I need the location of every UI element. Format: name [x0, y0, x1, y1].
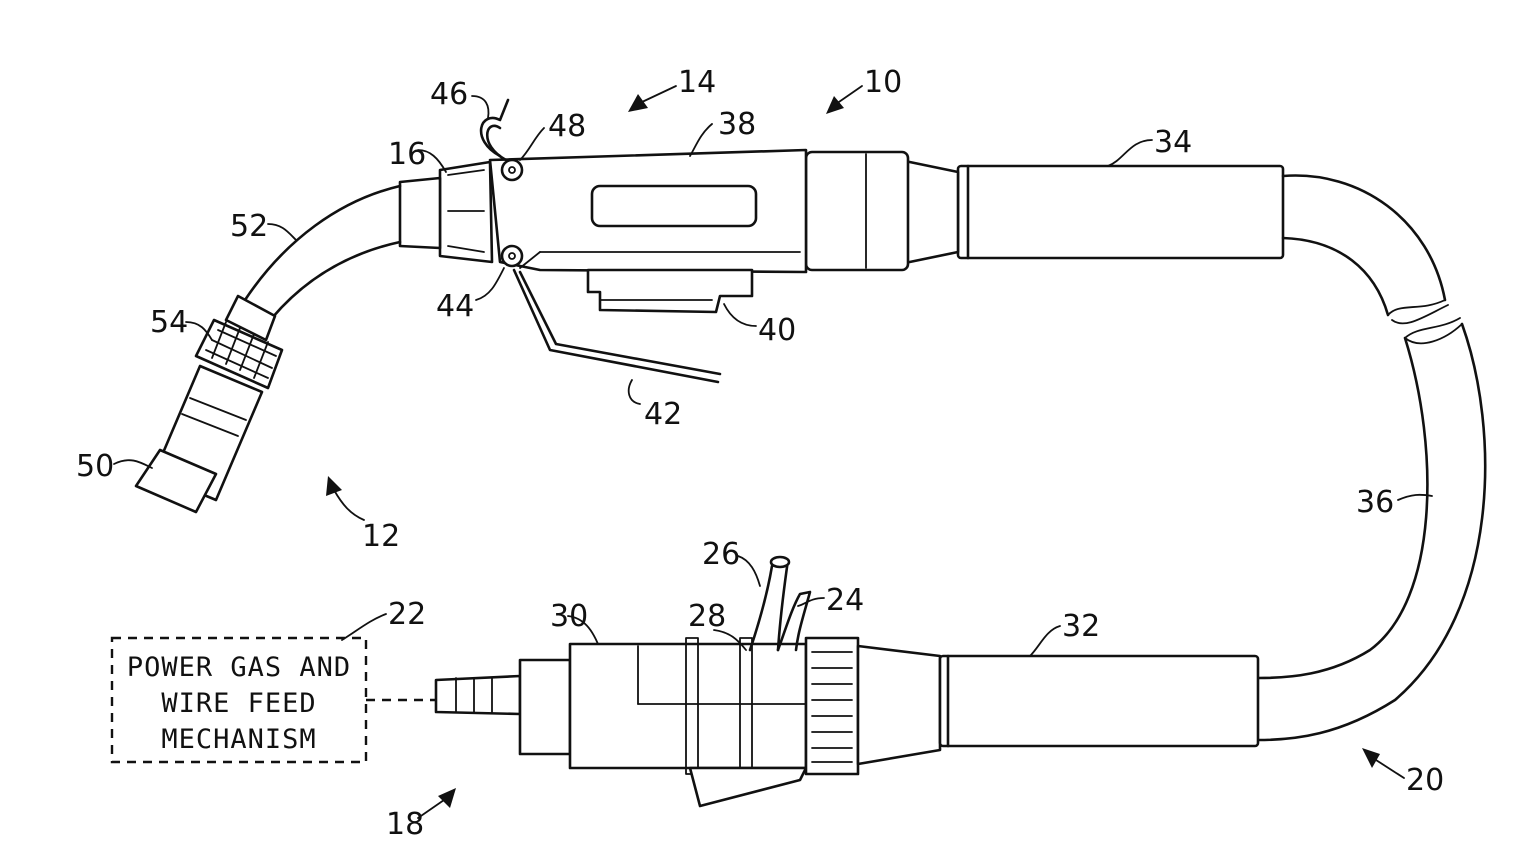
- label-28: 28: [688, 599, 726, 634]
- cable-hose-36: [1258, 176, 1485, 740]
- label-32: 32: [1062, 609, 1100, 644]
- feed-box-line-2: WIRE FEED: [161, 688, 316, 719]
- label-24: 24: [826, 583, 864, 618]
- label-46: 46: [430, 77, 468, 112]
- label-44: 44: [436, 289, 474, 324]
- trigger-housing: [588, 270, 752, 312]
- label-22: 22: [388, 597, 426, 632]
- label-48: 48: [548, 109, 586, 144]
- front-nut: [400, 162, 492, 262]
- label-40: 40: [758, 313, 796, 348]
- label-30: 30: [550, 599, 588, 634]
- cable-upper-sleeve: [958, 166, 1283, 258]
- goose-neck: [245, 186, 400, 318]
- label-16: 16: [388, 137, 426, 172]
- input-cables: [750, 557, 810, 650]
- label-10: 10: [864, 65, 902, 100]
- gun-handle: [490, 150, 958, 272]
- feed-box-text: POWER GAS AND WIRE FEED MECHANISM: [127, 652, 351, 755]
- label-26: 26: [702, 537, 740, 572]
- label-50: 50: [76, 449, 114, 484]
- label-38: 38: [718, 107, 756, 142]
- connector-fitting: [436, 638, 1258, 806]
- label-18: 18: [386, 807, 424, 842]
- feed-box-line-3: MECHANISM: [161, 724, 316, 755]
- label-42: 42: [644, 397, 682, 432]
- label-52: 52: [230, 209, 268, 244]
- label-14: 14: [678, 65, 716, 100]
- label-20: 20: [1406, 763, 1444, 798]
- label-34: 34: [1154, 125, 1192, 160]
- label-54: 54: [150, 305, 188, 340]
- label-36: 36: [1356, 485, 1394, 520]
- feed-box-line-1: POWER GAS AND: [127, 652, 351, 683]
- label-12: 12: [362, 519, 400, 554]
